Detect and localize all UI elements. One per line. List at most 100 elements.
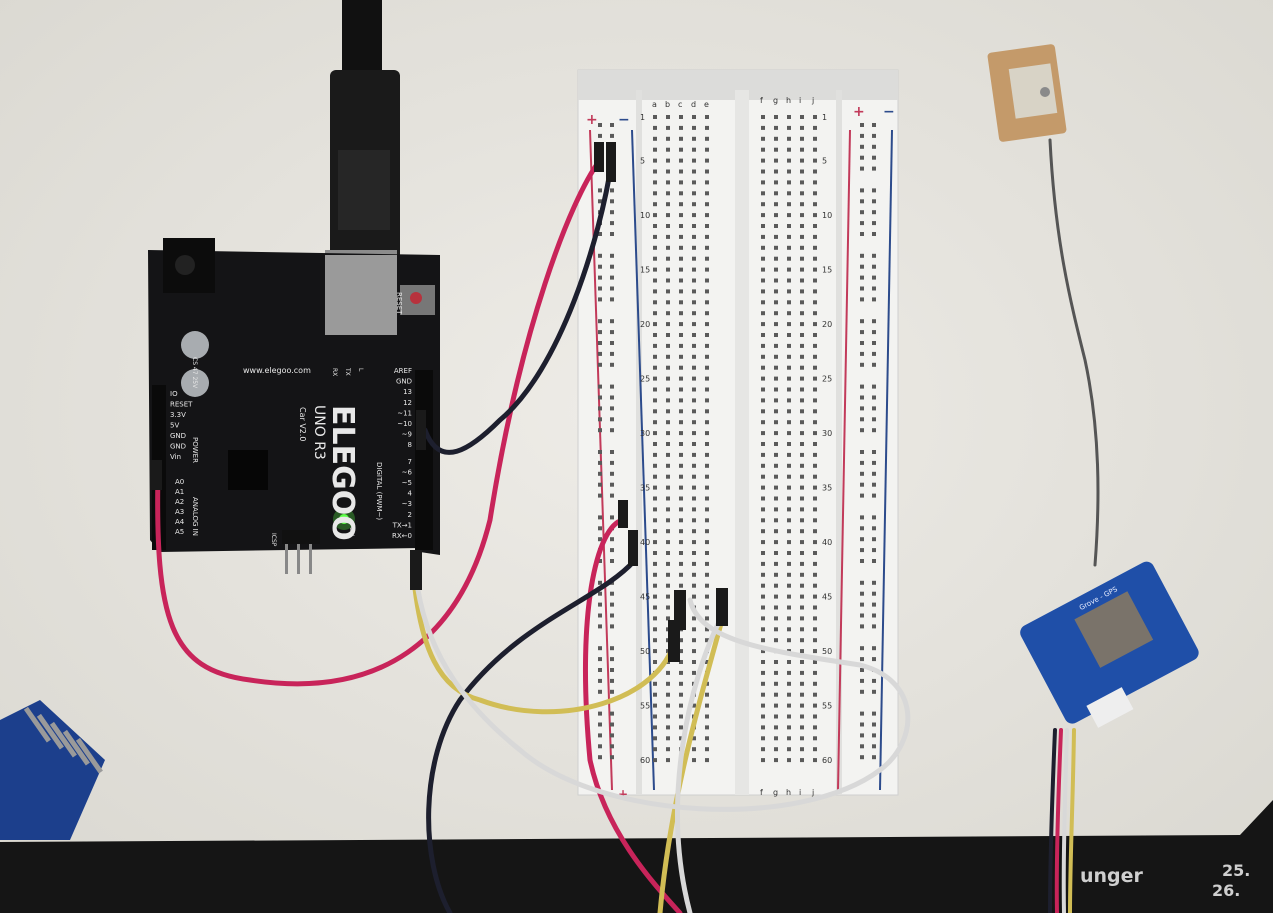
breadboard-hole[interactable]: [666, 256, 670, 261]
breadboard-hole[interactable]: [813, 245, 817, 250]
rail-hole[interactable]: [872, 166, 876, 171]
breadboard-hole[interactable]: [813, 224, 817, 228]
rail-hole[interactable]: [610, 591, 614, 596]
rail-hole[interactable]: [598, 232, 602, 236]
breadboard-hole[interactable]: [679, 561, 683, 566]
breadboard-hole[interactable]: [800, 681, 804, 686]
rail-hole[interactable]: [872, 460, 876, 465]
breadboard-hole[interactable]: [705, 354, 709, 359]
breadboard-hole[interactable]: [774, 583, 778, 588]
breadboard-hole[interactable]: [705, 256, 709, 261]
breadboard-hole[interactable]: [761, 431, 765, 436]
breadboard-hole[interactable]: [666, 714, 670, 719]
breadboard-hole[interactable]: [813, 300, 817, 305]
breadboard-hole[interactable]: [666, 267, 670, 272]
rail-hole[interactable]: [860, 166, 864, 171]
breadboard-hole[interactable]: [679, 442, 683, 446]
breadboard-hole[interactable]: [653, 398, 657, 403]
breadboard-hole[interactable]: [666, 572, 670, 577]
breadboard-hole[interactable]: [774, 452, 778, 457]
rail-hole[interactable]: [860, 624, 864, 629]
breadboard-hole[interactable]: [692, 540, 696, 545]
rail-hole[interactable]: [872, 733, 876, 738]
breadboard-hole[interactable]: [705, 736, 709, 741]
breadboard-hole[interactable]: [692, 474, 696, 479]
breadboard-hole[interactable]: [705, 540, 709, 545]
rail-hole[interactable]: [610, 450, 614, 454]
breadboard-hole[interactable]: [813, 583, 817, 588]
breadboard-hole[interactable]: [761, 670, 765, 675]
breadboard-hole[interactable]: [813, 463, 817, 468]
rail-hole[interactable]: [860, 733, 864, 738]
rail-hole[interactable]: [860, 559, 864, 563]
breadboard-hole[interactable]: [653, 474, 657, 479]
breadboard-hole[interactable]: [800, 485, 804, 490]
breadboard-hole[interactable]: [705, 529, 709, 534]
breadboard-hole[interactable]: [666, 561, 670, 566]
breadboard-hole[interactable]: [800, 234, 804, 239]
breadboard-hole[interactable]: [813, 605, 817, 610]
breadboard-hole[interactable]: [787, 681, 791, 686]
rail-hole[interactable]: [872, 613, 876, 618]
rail-hole[interactable]: [598, 733, 602, 738]
breadboard-hole[interactable]: [787, 605, 791, 610]
breadboard-hole[interactable]: [679, 474, 683, 479]
breadboard-hole[interactable]: [774, 638, 778, 643]
rail-hole[interactable]: [598, 188, 602, 193]
breadboard-hole[interactable]: [813, 474, 817, 479]
breadboard-hole[interactable]: [800, 638, 804, 643]
breadboard-hole[interactable]: [774, 191, 778, 196]
breadboard-hole[interactable]: [800, 507, 804, 512]
rail-hole[interactable]: [610, 624, 614, 629]
breadboard-hole[interactable]: [787, 354, 791, 359]
rail-hole[interactable]: [610, 548, 614, 553]
rail-hole[interactable]: [872, 330, 876, 335]
breadboard-hole[interactable]: [679, 725, 683, 730]
breadboard-hole[interactable]: [800, 333, 804, 337]
breadboard-hole[interactable]: [800, 431, 804, 436]
rail-hole[interactable]: [598, 580, 602, 585]
breadboard-hole[interactable]: [761, 213, 765, 218]
breadboard-hole[interactable]: [800, 660, 804, 664]
breadboard-hole[interactable]: [813, 311, 817, 316]
breadboard-hole[interactable]: [774, 376, 778, 381]
breadboard-hole[interactable]: [705, 714, 709, 719]
breadboard-hole[interactable]: [813, 572, 817, 577]
breadboard-hole[interactable]: [761, 267, 765, 272]
rail-hole[interactable]: [860, 428, 864, 433]
breadboard-hole[interactable]: [692, 627, 696, 632]
rail-hole[interactable]: [598, 678, 602, 683]
breadboard-hole[interactable]: [692, 354, 696, 359]
breadboard-hole[interactable]: [761, 125, 765, 130]
rail-hole[interactable]: [610, 188, 614, 193]
breadboard-hole[interactable]: [761, 540, 765, 545]
breadboard-hole[interactable]: [653, 747, 657, 752]
breadboard-hole[interactable]: [774, 343, 778, 348]
breadboard-hole[interactable]: [666, 507, 670, 512]
breadboard-hole[interactable]: [800, 572, 804, 577]
rail-hole[interactable]: [872, 450, 876, 454]
breadboard-hole[interactable]: [653, 420, 657, 425]
breadboard-hole[interactable]: [692, 431, 696, 436]
breadboard-hole[interactable]: [692, 245, 696, 250]
breadboard-hole[interactable]: [705, 180, 709, 185]
breadboard-hole[interactable]: [800, 289, 804, 294]
breadboard-hole[interactable]: [787, 267, 791, 272]
breadboard-hole[interactable]: [800, 409, 804, 414]
breadboard-hole[interactable]: [800, 474, 804, 479]
rail-hole[interactable]: [598, 515, 602, 520]
rail-hole[interactable]: [872, 406, 876, 411]
breadboard-hole[interactable]: [705, 561, 709, 566]
breadboard-hole[interactable]: [774, 300, 778, 305]
rail-hole[interactable]: [610, 744, 614, 749]
rail-hole[interactable]: [860, 253, 864, 258]
breadboard-hole[interactable]: [666, 551, 670, 555]
breadboard-hole[interactable]: [787, 289, 791, 294]
breadboard-hole[interactable]: [653, 583, 657, 588]
breadboard-hole[interactable]: [813, 638, 817, 643]
breadboard-hole[interactable]: [800, 169, 804, 174]
breadboard-hole[interactable]: [705, 333, 709, 337]
rail-hole[interactable]: [860, 406, 864, 411]
breadboard-hole[interactable]: [774, 736, 778, 741]
breadboard-hole[interactable]: [666, 420, 670, 425]
